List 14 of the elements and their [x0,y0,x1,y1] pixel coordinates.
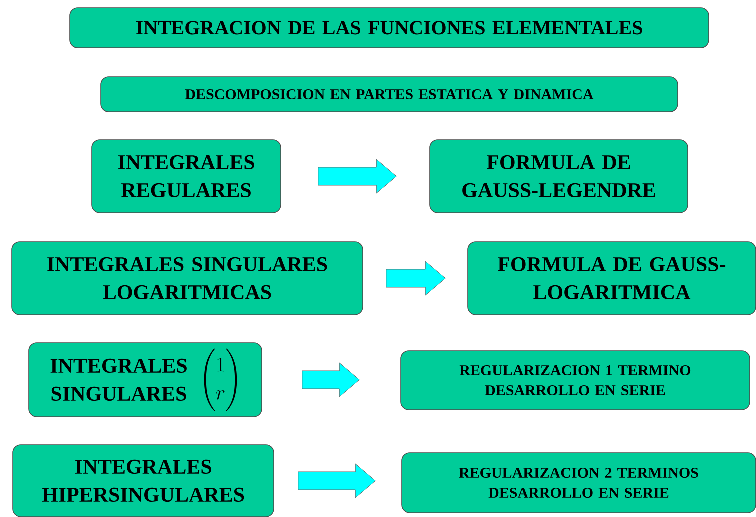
rounded-box: INTEGRALES SINGULARES LOGARITMICAS [12,242,364,316]
rounded-box: INTEGRACION DE LAS FUNCIONES ELEMENTALES [70,8,710,48]
rounded-box: INTEGRALES HIPERSINGULARES [12,444,274,517]
rounded-box: INTEGRALES SINGULARES $\begin{pmatrix}1\\ r\end{pmatrix}$ [28,342,262,418]
block-arrow [386,261,446,296]
block-arrow [302,362,360,398]
block-arrow [318,159,397,194]
rounded-box: REGULARIZACION 2 TERMINOS DESARROLLO EN SERIE [402,452,756,514]
rounded-box: REGULARIZACION 1 TERMINO DESARROLLO EN SERIE [400,350,750,410]
rounded-box: FORMULA DE GAUSS-LOGARITMICA [468,242,756,316]
block-arrow [298,464,376,498]
rounded-box: INTEGRALES REGULARES [92,140,282,214]
rounded-box: FORMULA DE GAUSS-LEGENDRE [430,140,688,214]
rounded-box: DESCOMPOSICION EN PARTES ESTATICA Y DINAMICA [100,76,678,112]
